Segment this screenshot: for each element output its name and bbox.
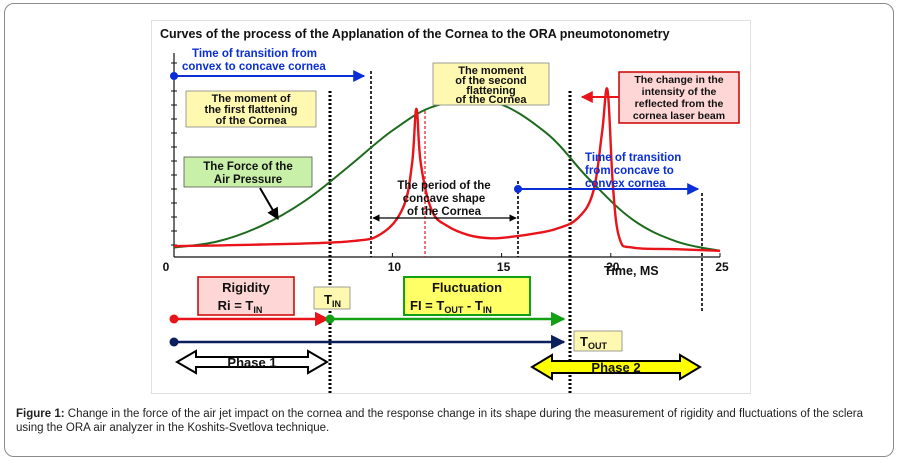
time-convex-concave-label-2: convex to concave cornea bbox=[182, 61, 326, 73]
chart-title: Curves of the process of the Applanation… bbox=[160, 27, 670, 41]
laser-beam-label-3: reflected from the bbox=[635, 98, 724, 110]
fluctuation-formula: FI = TOUT - TIN bbox=[410, 298, 492, 315]
first-flattening-label-3: of the Cornea bbox=[216, 115, 288, 127]
first-flattening-label-1: The moment of bbox=[212, 93, 291, 105]
second-flattening-label-2: of the second bbox=[455, 75, 527, 87]
convex-concave-arrow-start bbox=[170, 72, 178, 80]
caption-label: Figure 1: bbox=[16, 408, 65, 420]
force-curve bbox=[173, 97, 721, 252]
fluctuation-arrow-start bbox=[325, 314, 335, 324]
x-tick-label: 20 bbox=[606, 260, 620, 274]
caption-text: Change in the force of the air jet impac… bbox=[16, 408, 864, 434]
second-flattening-label-4: of the Cornea bbox=[456, 94, 528, 106]
concave-period-label-2: concave shape bbox=[403, 193, 485, 205]
concave-convex-arrow-start bbox=[514, 185, 522, 193]
tout-box bbox=[573, 330, 623, 352]
tin-box bbox=[313, 286, 351, 310]
phase1-label: Phase 1 bbox=[227, 355, 276, 370]
time-concave-convex-label-1: Time of transition bbox=[585, 152, 681, 164]
second-flattening-box bbox=[432, 62, 550, 106]
fluctuation-box bbox=[403, 276, 531, 316]
rigidity-arrow-start bbox=[169, 314, 179, 324]
x-tick-label: 0 bbox=[163, 260, 170, 274]
first-flattening-box bbox=[185, 90, 317, 128]
phase1-arrow bbox=[175, 349, 329, 375]
laser-beam-box bbox=[618, 71, 740, 124]
rigidity-title: Rigidity bbox=[222, 280, 270, 295]
laser-beam-label-2: intensity of the bbox=[642, 86, 717, 98]
force-label-pointer bbox=[259, 187, 279, 221]
force-label-2: Air Pressure bbox=[214, 174, 282, 186]
fluctuation-title: Fluctuation bbox=[432, 280, 502, 295]
first-flattening-label-2: the first flattening bbox=[205, 104, 298, 116]
x-tick-label: 10 bbox=[388, 260, 402, 274]
time-concave-convex-label-2: from concave to bbox=[585, 165, 674, 177]
tout-label: TOUT bbox=[580, 334, 607, 351]
tout-arrow-start bbox=[169, 337, 179, 347]
time-convex-concave-label-1: Time of transition from bbox=[192, 48, 317, 60]
laser-beam-label-1: The change in the bbox=[634, 74, 723, 86]
laser-beam-label-4: cornea laser beam bbox=[633, 110, 725, 122]
rigidity-formula: Ri = TIN bbox=[218, 298, 263, 315]
concave-period-label-1: The period of the bbox=[397, 180, 490, 192]
phase2-label: Phase 2 bbox=[591, 360, 640, 375]
x-tick-label: 15 bbox=[497, 260, 511, 274]
signal-curve bbox=[173, 87, 721, 252]
time-concave-convex-label-3: convex cornea bbox=[585, 178, 666, 190]
phase2-arrow bbox=[530, 353, 702, 381]
y-axis-ticks bbox=[171, 62, 177, 246]
rigidity-box bbox=[197, 276, 295, 316]
force-label-box bbox=[183, 156, 313, 188]
x-tick-label: 25 bbox=[715, 260, 729, 274]
figure-caption: Figure 1: Change in the force of the air… bbox=[16, 407, 881, 435]
force-label-1: The Force of the bbox=[203, 161, 292, 173]
second-flattening-label-1: The moment bbox=[458, 65, 524, 77]
second-flattening-label-3: flattening bbox=[466, 85, 516, 97]
x-axis-label: Time, MS bbox=[604, 264, 659, 278]
concave-period-label-3: of the Cornea bbox=[407, 206, 482, 218]
x-axis-ticks: 0 10 15 20 25 bbox=[163, 253, 729, 274]
tin-label: TIN bbox=[324, 292, 341, 309]
ora-applanation-chart: Curves of the process of the Applanation… bbox=[151, 20, 751, 394]
